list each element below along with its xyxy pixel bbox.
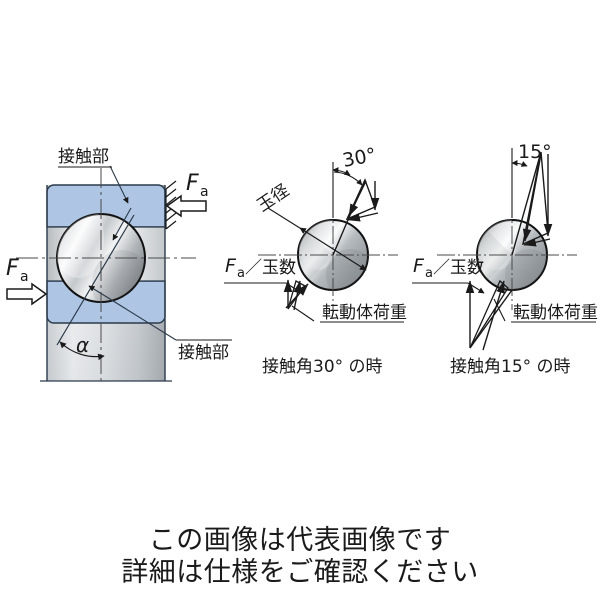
- load-vector-15c: [469, 289, 513, 349]
- footer-line-1: この画像は代表画像です: [148, 525, 452, 556]
- force-triangle-30: [345, 178, 376, 221]
- angle-arc-30: [332, 167, 351, 176]
- contact-bottom-leader-line: [88, 285, 177, 341]
- force-incl-15: [522, 153, 542, 242]
- force-left-F: F: [6, 256, 19, 281]
- right-ball-diagram: [412, 148, 596, 351]
- contact-top-arrow: [112, 207, 132, 241]
- force-arrow-left: [6, 282, 48, 306]
- label-force-left: F a: [6, 256, 29, 285]
- caption-30: 接触角30° の時: [262, 357, 383, 377]
- ball-30-centerlines: [258, 200, 398, 310]
- fa-z-F-15: F: [413, 255, 425, 277]
- contact-angle-line: [56, 214, 135, 346]
- ball-diameter-leader-30: [267, 207, 304, 231]
- caption-15: 接触角15° の時: [450, 357, 571, 377]
- angle-label-30: 30°: [341, 144, 378, 172]
- fa-z-sub-30: a: [237, 266, 245, 281]
- angle-arc-15: [511, 160, 528, 167]
- angle-label-15: 15°: [518, 141, 552, 163]
- fa-z-leader-15b: [467, 282, 485, 294]
- fa-z-divider-30: ／: [245, 258, 262, 278]
- ball-15-centerlines: [437, 200, 577, 310]
- fa-z-leader-30b: [285, 282, 301, 293]
- label-contact-top: 接触部: [58, 147, 109, 167]
- footer-line-2: 詳細は仕様をご確認ください: [121, 556, 479, 588]
- fa-over-z-label-30: F a ／ 玉数: [225, 255, 296, 281]
- load-triangle-15: [469, 279, 509, 349]
- force-base-30: [347, 212, 379, 222]
- rolling-load-leader-15: [493, 298, 506, 322]
- middle-ball-diagram: [224, 162, 404, 323]
- fa-z-F-30: F: [225, 255, 237, 277]
- force-incl-30: [348, 180, 367, 217]
- contact-top-leader-line: [109, 165, 129, 204]
- fa-z-denominator-30: 玉数: [262, 258, 296, 278]
- fa-z-denominator-15: 玉数: [450, 258, 484, 278]
- fa-z-sub-15: a: [425, 266, 433, 281]
- force-arrow-right: [165, 194, 207, 218]
- force-left-sub: a: [20, 269, 29, 285]
- angle-arc-30b: [333, 171, 363, 186]
- alpha-arc: [59, 341, 105, 361]
- rolling-load-leader-30: [291, 305, 315, 322]
- label-contact-bottom: 接触部: [178, 343, 229, 363]
- fa-over-z-label-15: F a ／ 玉数: [413, 255, 484, 281]
- label-alpha: α: [76, 333, 89, 357]
- force-right-sub: a: [200, 184, 209, 200]
- rolling-load-label-30: 転動体荷重: [322, 303, 407, 323]
- force-base-15: [523, 238, 551, 247]
- footer-caption: この画像は代表画像です 詳細は仕様をご確認ください: [0, 525, 600, 589]
- force-right-F: F: [186, 171, 199, 196]
- fa-z-divider-15: ／: [433, 258, 450, 278]
- load-triangle-30: [287, 280, 306, 310]
- rolling-load-label-15: 転動体荷重: [513, 303, 598, 323]
- left-bearing-section: [6, 165, 232, 384]
- resultant-vector-15: [511, 151, 542, 256]
- label-force-right: F a: [186, 171, 209, 200]
- ball-diameter-line-30: [299, 227, 367, 271]
